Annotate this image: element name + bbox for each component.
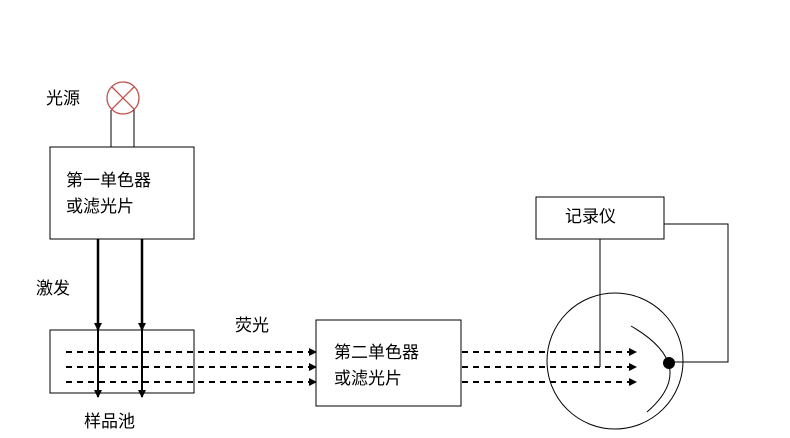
lamp-icon: [106, 81, 140, 115]
first-monochromator-line2: 或滤光片: [66, 197, 134, 217]
first-monochromator-label: 第一单色器 或滤光片: [66, 168, 151, 220]
sample-cell-label: 样品池: [84, 412, 135, 432]
excitation-label: 激发: [36, 279, 70, 299]
recorder-label: 记录仪: [565, 207, 616, 227]
first-monochromator-line1: 第一单色器: [66, 171, 151, 191]
second-monochromator-line1: 第二单色器: [334, 343, 419, 363]
second-monochromator-label: 第二单色器 或滤光片: [334, 340, 419, 392]
detector-circle: [546, 292, 684, 430]
sample-cell-box: [49, 329, 195, 394]
light-source-label: 光源: [46, 89, 80, 109]
first-monochromator-box: [49, 146, 195, 240]
detector-arrows: [462, 348, 637, 386]
fluorescence-label: 荧光: [235, 316, 269, 336]
second-monochromator-line2: 或滤光片: [334, 369, 402, 389]
fluorescence-arrows: [66, 348, 317, 386]
anode-dot: [663, 357, 675, 369]
recorder-box: [535, 196, 665, 240]
second-monochromator-box: [315, 319, 462, 407]
recorder-wire-right: [664, 223, 729, 363]
